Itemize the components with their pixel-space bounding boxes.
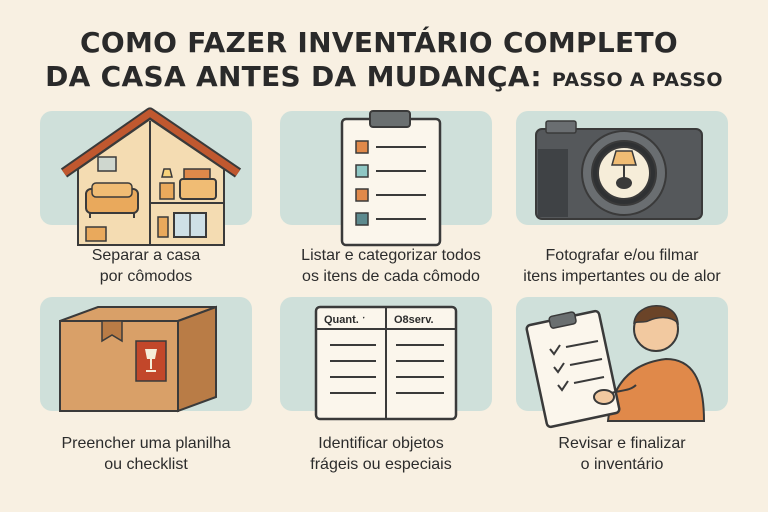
step-2-line-1: Listar e categorizar todos [301, 247, 481, 264]
step-2-line-2: os itens de cada cômodo [302, 268, 480, 285]
step-4-line-2: ou checklist [104, 456, 188, 473]
step-caption-1: Separar a casa por cômodos [21, 245, 271, 287]
step-caption-5: Identificar objetos frágeis ou especiais [256, 433, 506, 475]
step-caption-4: Preencher uma planilha ou checklist [21, 433, 271, 475]
step-6-line-2: o inventário [580, 456, 664, 473]
step-card-1 [40, 107, 252, 246]
page-title: COMO FAZER INVENTÁRIO COMPLETO DA CASA A… [0, 26, 768, 97]
step-5-line-1: Identificar objetos [318, 435, 444, 452]
step-3-line-2: itens impertantes ou de alor [523, 268, 721, 285]
title-line-2-main: DA CASA ANTES DA MUDANÇA: [45, 60, 542, 93]
step-card-2 [280, 110, 492, 247]
step-6-line-1: Revisar e finalizar [558, 435, 686, 452]
title-line-2: DA CASA ANTES DA MUDANÇA: PASSO A PASSO [0, 60, 768, 97]
person-reviewing-icon [525, 305, 706, 429]
step-card-5: Quant. ˑ O8serv. [280, 297, 492, 421]
camera-icon [535, 120, 703, 220]
inventory-sheet-icon: Quant. ˑ O8serv. [314, 305, 458, 421]
step-3-line-1: Fotografar e/ou filmar [545, 247, 699, 264]
step-card-6 [516, 297, 728, 429]
step-5-line-2: frágeis ou especiais [310, 456, 452, 473]
title-line-1: COMO FAZER INVENTÁRIO COMPLETO [80, 26, 678, 59]
step-1-line-2: por cômodos [99, 268, 193, 285]
sheet-column-2-label: O8serv. [394, 314, 434, 326]
house-icon [60, 107, 242, 246]
step-1-line-1: Separar a casa [91, 247, 201, 264]
step-caption-2: Listar e categorizar todos os itens de c… [266, 245, 516, 287]
step-4-line-1: Preencher uma planilha [61, 435, 231, 452]
step-caption-3: Fotografar e/ou filmar itens impertantes… [497, 245, 747, 287]
clipboard-checklist-icon [340, 110, 442, 247]
step-card-4 [40, 297, 252, 413]
box-icon [59, 305, 217, 413]
step-caption-6: Revisar e finalizar o inventário [497, 433, 747, 475]
sheet-column-1-label: Quant. ˑ [324, 314, 366, 326]
step-card-3 [516, 111, 728, 225]
title-line-2-small: PASSO A PASSO [551, 69, 723, 91]
